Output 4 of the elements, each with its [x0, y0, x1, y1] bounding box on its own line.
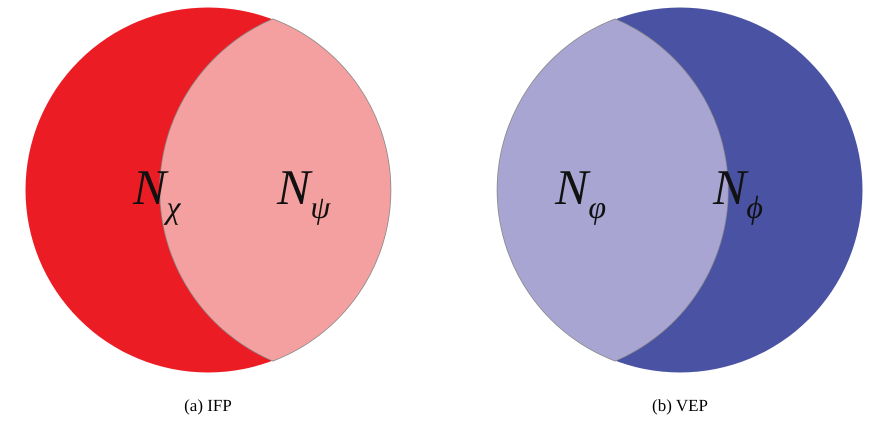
set-label: N$_{ψ}$: [277, 162, 330, 223]
set-label: N$_{φ}$: [555, 162, 606, 223]
figure-caption: (a) IFP: [184, 396, 232, 416]
figure-caption: (b) VEP: [652, 396, 708, 416]
